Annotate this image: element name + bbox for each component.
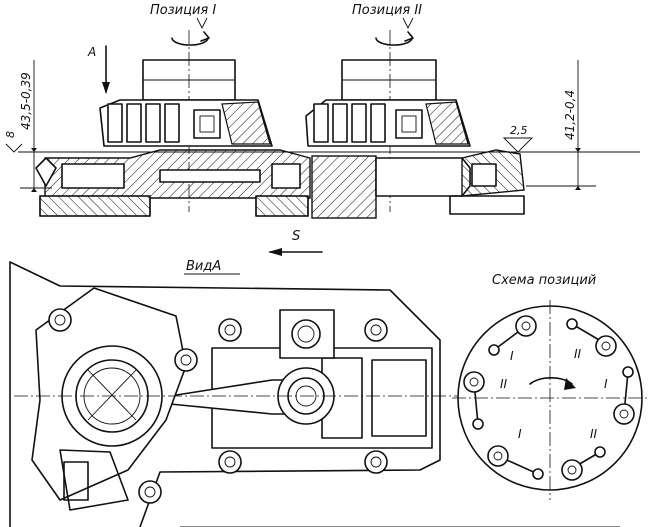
- feed-label: S: [292, 229, 300, 244]
- scheme-label-ii-3: II: [590, 427, 598, 441]
- scheme-label-i-3: I: [518, 427, 522, 441]
- scheme-rod-6: [561, 446, 606, 481]
- bolt-2-icon: [174, 348, 198, 372]
- scheme-label-ii-1: II: [574, 347, 582, 361]
- spindle-2: [341, 59, 437, 101]
- arrow-down-icon: [102, 45, 110, 94]
- scheme-rod-4: [613, 366, 635, 425]
- dimension-right: 41,2-0,4 2,5: [502, 60, 596, 190]
- view-a-label: ВидА: [186, 259, 221, 274]
- scheme-label-i-2: I: [604, 377, 608, 391]
- rotation-arrow-2-icon: [375, 17, 414, 46]
- bolt-7-icon: [138, 480, 162, 504]
- bolt-3-icon: [218, 318, 242, 342]
- dimension-right-label: 41,2-0,4: [563, 90, 577, 140]
- scheme-rod-1: [488, 315, 537, 356]
- dimension-left-label: 43,5-0,39: [19, 72, 33, 130]
- scheme-rod-2: [566, 318, 617, 357]
- roughness-right-label: 2,5: [510, 124, 528, 137]
- position-1-label: Позиция I: [150, 3, 216, 18]
- top-section: Позиция I Позиция II А: [4, 3, 640, 256]
- bolt-4-icon: [364, 318, 388, 342]
- bolt-1-icon: [48, 308, 72, 332]
- cutter-head-2: [305, 99, 471, 147]
- scheme-label-i-1: I: [510, 349, 514, 363]
- bolt-6-icon: [364, 450, 388, 474]
- position-2-label: Позиция II: [352, 3, 422, 18]
- cutter-head-1: [99, 99, 273, 147]
- rotation-arrow-icon: [529, 377, 576, 390]
- roughness-left-label: 8: [4, 131, 17, 138]
- arrow-a-label: А: [87, 45, 96, 59]
- scheme-label-ii-2: II: [500, 377, 508, 391]
- position-scheme: Схема позиций: [452, 273, 648, 500]
- rotation-arrow-1-icon: [171, 17, 210, 46]
- arrow-left-icon: [268, 248, 323, 256]
- scheme-rod-5: [487, 445, 544, 480]
- view-a: ВидА: [9, 259, 620, 527]
- dimension-left: 43,5-0,39 8: [4, 60, 52, 192]
- bolt-5-icon: [218, 450, 242, 474]
- fixture-section: [35, 149, 525, 219]
- scheme-title: Схема позиций: [492, 273, 596, 288]
- scheme-rod-3: [463, 371, 485, 430]
